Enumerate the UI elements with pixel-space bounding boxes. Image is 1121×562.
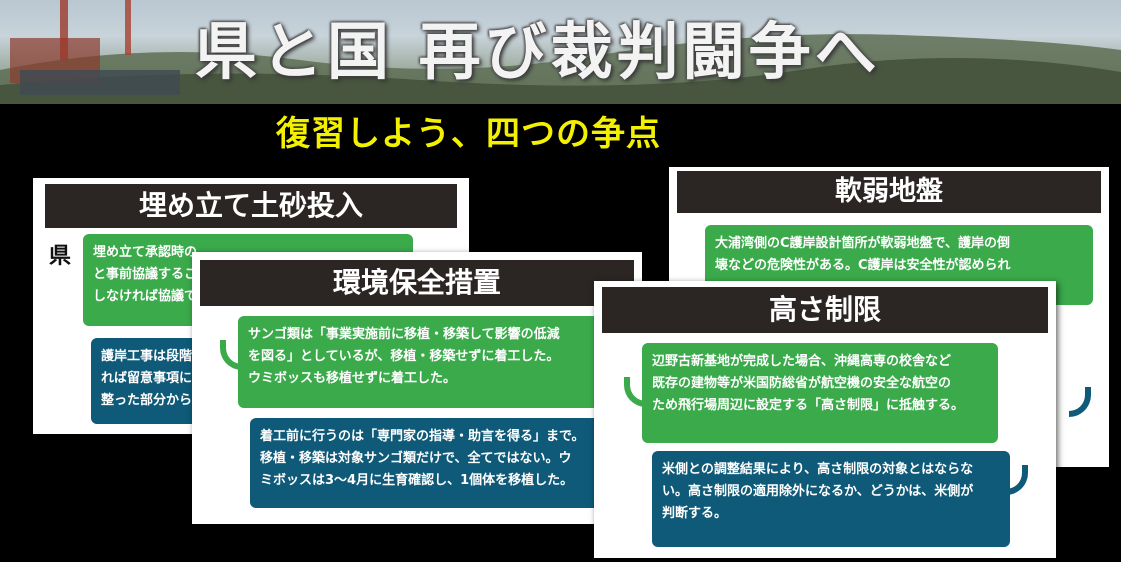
card-soil-side-label: 県 [49,243,72,269]
banner-title: 県と国 再び裁判闘争へ [195,15,881,88]
speech-tail [624,377,646,407]
card-environment: 環境保全措置 サンゴ類は「事業実施前に移植・移築して影響の低減 を図る」としてい… [192,252,642,524]
card-env-green-bubble: サンゴ類は「事業実施前に移植・移築して影響の低減 を図る」としているが、移植・移… [238,316,608,408]
card-weak-heading: 軟弱地盤 [677,171,1101,213]
speech-tail [1069,387,1091,417]
card-env-heading: 環境保全措置 [200,260,634,306]
card-height-limit: 高さ制限 辺野古新基地が完成した場合、沖縄高専の校舎など 既存の建物等が米国防総… [594,281,1056,558]
card-env-blue-bubble: 着工前に行うのは「専門家の指導・助言を得る」まで。 移植・移築は対象サンゴ類だけ… [250,418,602,508]
header-banner: 県と国 再び裁判闘争へ [0,0,1121,104]
page-subtitle: 復習しよう、四つの争点 [276,114,661,154]
card-height-heading: 高さ制限 [602,287,1048,333]
speech-tail [220,340,242,370]
card-soil-heading: 埋め立て土砂投入 [45,184,457,228]
landscape-image [0,0,1121,104]
card-height-green-bubble: 辺野古新基地が完成した場合、沖縄高専の校舎など 既存の建物等が米国防総省が航空機… [642,343,998,443]
speech-tail [1006,465,1028,495]
card-height-blue-bubble: 米側との調整結果により、高さ制限の対象とはならな い。高さ制限の適用除外になるか… [652,451,1010,547]
